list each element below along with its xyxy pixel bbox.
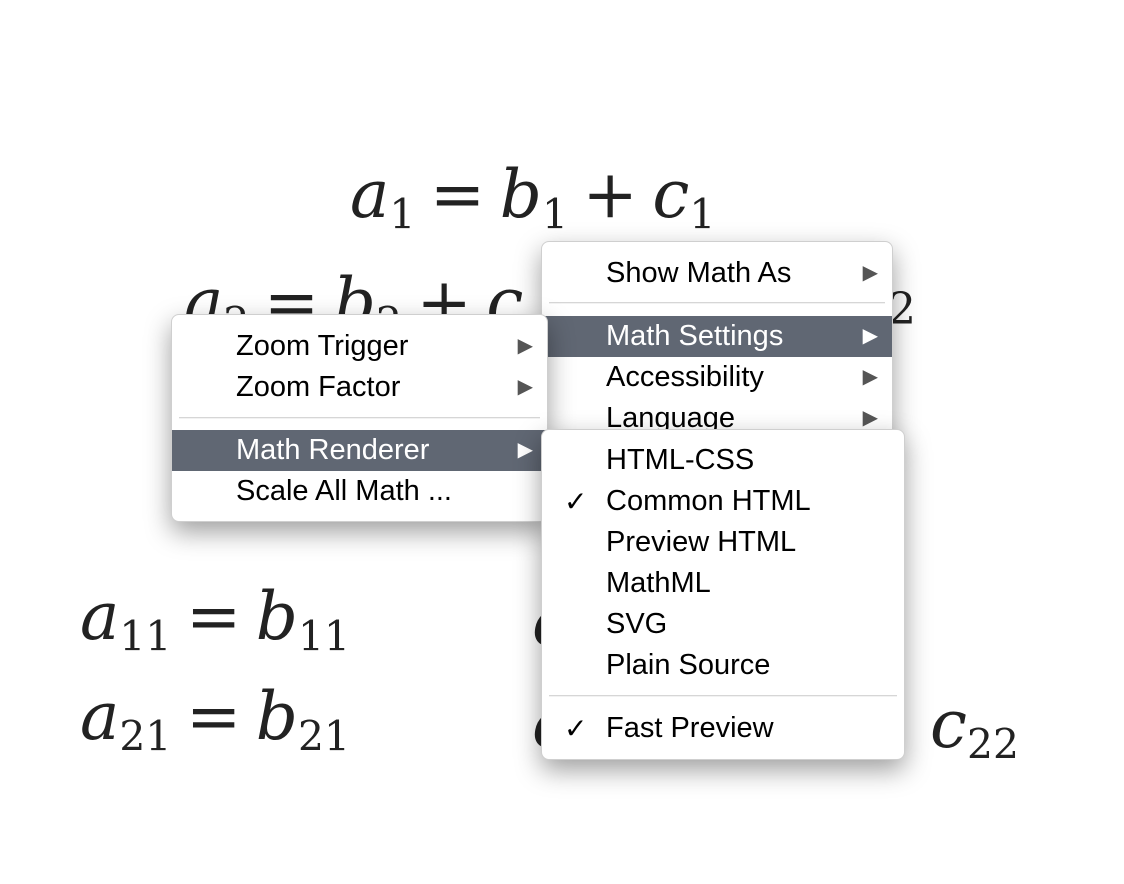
menu-item-label: Zoom Factor	[236, 371, 401, 403]
submenu-arrow-icon: ▶	[862, 325, 878, 347]
math-subscript: 1	[541, 190, 569, 239]
math-subscript: 21	[119, 712, 172, 761]
menu-item-label: Fast Preview	[606, 712, 774, 744]
menu-item-label: Accessibility	[606, 361, 764, 393]
menu-separator	[549, 302, 885, 304]
menu-item-label: Language	[606, 402, 736, 434]
renderer-option-mathml[interactable]: MathML	[542, 563, 904, 604]
equation-row-1[interactable]: a1=b1+c1	[350, 162, 715, 235]
menu-item-math-renderer[interactable]: Math Renderer ▶	[172, 430, 547, 471]
menu-item-show-math-as[interactable]: Show Math As ▶	[542, 253, 892, 294]
submenu-arrow-icon: ▶	[517, 376, 533, 398]
menu-item-label: Common HTML	[606, 485, 811, 517]
math-var: a	[80, 678, 120, 755]
menu-separator	[179, 417, 540, 419]
submenu-arrow-icon: ▶	[517, 335, 533, 357]
math-var: b	[255, 678, 299, 755]
math-var: a	[350, 156, 390, 233]
equation-row-21-right-tail[interactable]: c22	[930, 692, 1019, 765]
renderer-option-html-css[interactable]: HTML-CSS	[542, 440, 904, 481]
submenu-arrow-icon: ▶	[862, 407, 878, 429]
menu-item-label: Scale All Math ...	[236, 475, 452, 507]
math-subscript: 22	[966, 720, 1020, 769]
menu-item-fast-preview[interactable]: ✓ Fast Preview	[542, 708, 904, 749]
renderer-option-preview-html[interactable]: Preview HTML	[542, 522, 904, 563]
math-subscript: 11	[119, 612, 172, 661]
math-subscript: 1	[689, 190, 716, 239]
menu-item-label: Zoom Trigger	[236, 330, 409, 362]
menu-item-zoom-factor[interactable]: Zoom Factor ▶	[172, 367, 547, 408]
math-var: b	[255, 578, 299, 655]
menu-item-label: Math Settings	[606, 320, 784, 352]
equation-row-11[interactable]: a11=b11	[80, 584, 350, 657]
menu-item-label: HTML-CSS	[606, 444, 755, 476]
main-context-menu: Show Math As ▶ Math Settings ▶ Accessibi…	[541, 241, 893, 441]
menu-item-scale-all-math[interactable]: Scale All Math ...	[172, 471, 547, 512]
menu-item-language[interactable]: Language ▶	[542, 398, 892, 439]
renderer-option-plain-source[interactable]: Plain Source	[542, 645, 904, 686]
math-equals: =	[429, 156, 486, 233]
menu-item-label: MathML	[606, 567, 711, 599]
math-var: c	[652, 156, 690, 233]
menu-item-label: Show Math As	[606, 257, 792, 289]
math-var: a	[80, 578, 120, 655]
math-settings-submenu: Zoom Trigger ▶ Zoom Factor ▶ Math Render…	[171, 314, 548, 522]
check-icon: ✓	[564, 713, 588, 744]
check-icon: ✓	[564, 486, 588, 517]
menu-separator	[549, 695, 897, 697]
menu-item-label: Preview HTML	[606, 526, 797, 558]
math-subscript: 11	[298, 612, 351, 661]
math-var: b	[499, 156, 542, 233]
menu-item-zoom-trigger[interactable]: Zoom Trigger ▶	[172, 326, 547, 367]
renderer-option-svg[interactable]: SVG	[542, 604, 904, 645]
menu-item-label: Math Renderer	[236, 434, 430, 466]
menu-item-math-settings[interactable]: Math Settings ▶	[542, 316, 892, 357]
submenu-arrow-icon: ▶	[517, 439, 533, 461]
menu-item-label: SVG	[606, 608, 668, 640]
math-equals: =	[185, 578, 242, 655]
renderer-option-common-html[interactable]: ✓ Common HTML	[542, 481, 904, 522]
math-renderer-submenu: HTML-CSS ✓ Common HTML Preview HTML Math…	[541, 429, 905, 760]
menu-item-label: Plain Source	[606, 649, 771, 681]
submenu-arrow-icon: ▶	[862, 366, 878, 388]
math-plus: +	[582, 156, 638, 233]
equation-row-21[interactable]: a21=b21	[80, 684, 350, 757]
math-subscript: 21	[298, 712, 351, 761]
submenu-arrow-icon: ▶	[862, 262, 878, 284]
math-subscript: 1	[389, 190, 416, 239]
math-equals: =	[185, 678, 242, 755]
math-var: c	[930, 686, 967, 763]
menu-item-accessibility[interactable]: Accessibility ▶	[542, 357, 892, 398]
